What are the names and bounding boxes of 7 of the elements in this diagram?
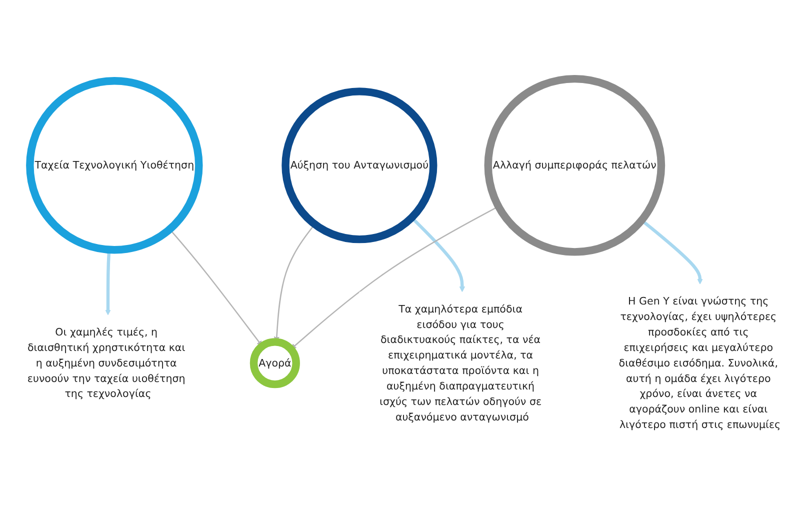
node-text: Τα χαμηλότερα εμπόδια εισόδου για τους διαδικτυακούς παίκτες, τα νέα επιχειρηματικά μοντέλα, τα υποκατάστατα προϊόντα και η αυξημένη διαπραγματευτική ισχύς των πελατών οδηγούν σε αυξανόμενο ανταγωνισμό: [380, 302, 542, 423]
node-circle: Αγορά: [250, 338, 300, 388]
node-circle: Αλλαγή συμπεριφοράς πελατών: [484, 74, 666, 256]
node-text: Η Gen Y είναι γνώστης της τεχνολογίας, έχει υψηλότερες προσδοκίες από τις επιχειρήσεις και μεγαλύτερο διαθέσιμο εισόδημα. Συνολικά, αυτή η ομάδα έχει λιγότερο χρόνο, είναι άνετες να αγοράζουν online και είναι λιγότερο πιστή στις επωνυμίες: [618, 295, 781, 431]
node-text: Οι χαμηλές τιμές, η διαισθητική χρηστικότητα και η αυξημένη συνδεσιμότητα ευνοούν την ταχεία υιοθέτηση της τεχνολογίας: [27, 326, 186, 400]
node-circle: Ταχεία Τεχνολογική Υιοθέτηση: [26, 77, 203, 254]
node-circle: Αύξηση του Ανταγωνισμού: [282, 88, 438, 244]
